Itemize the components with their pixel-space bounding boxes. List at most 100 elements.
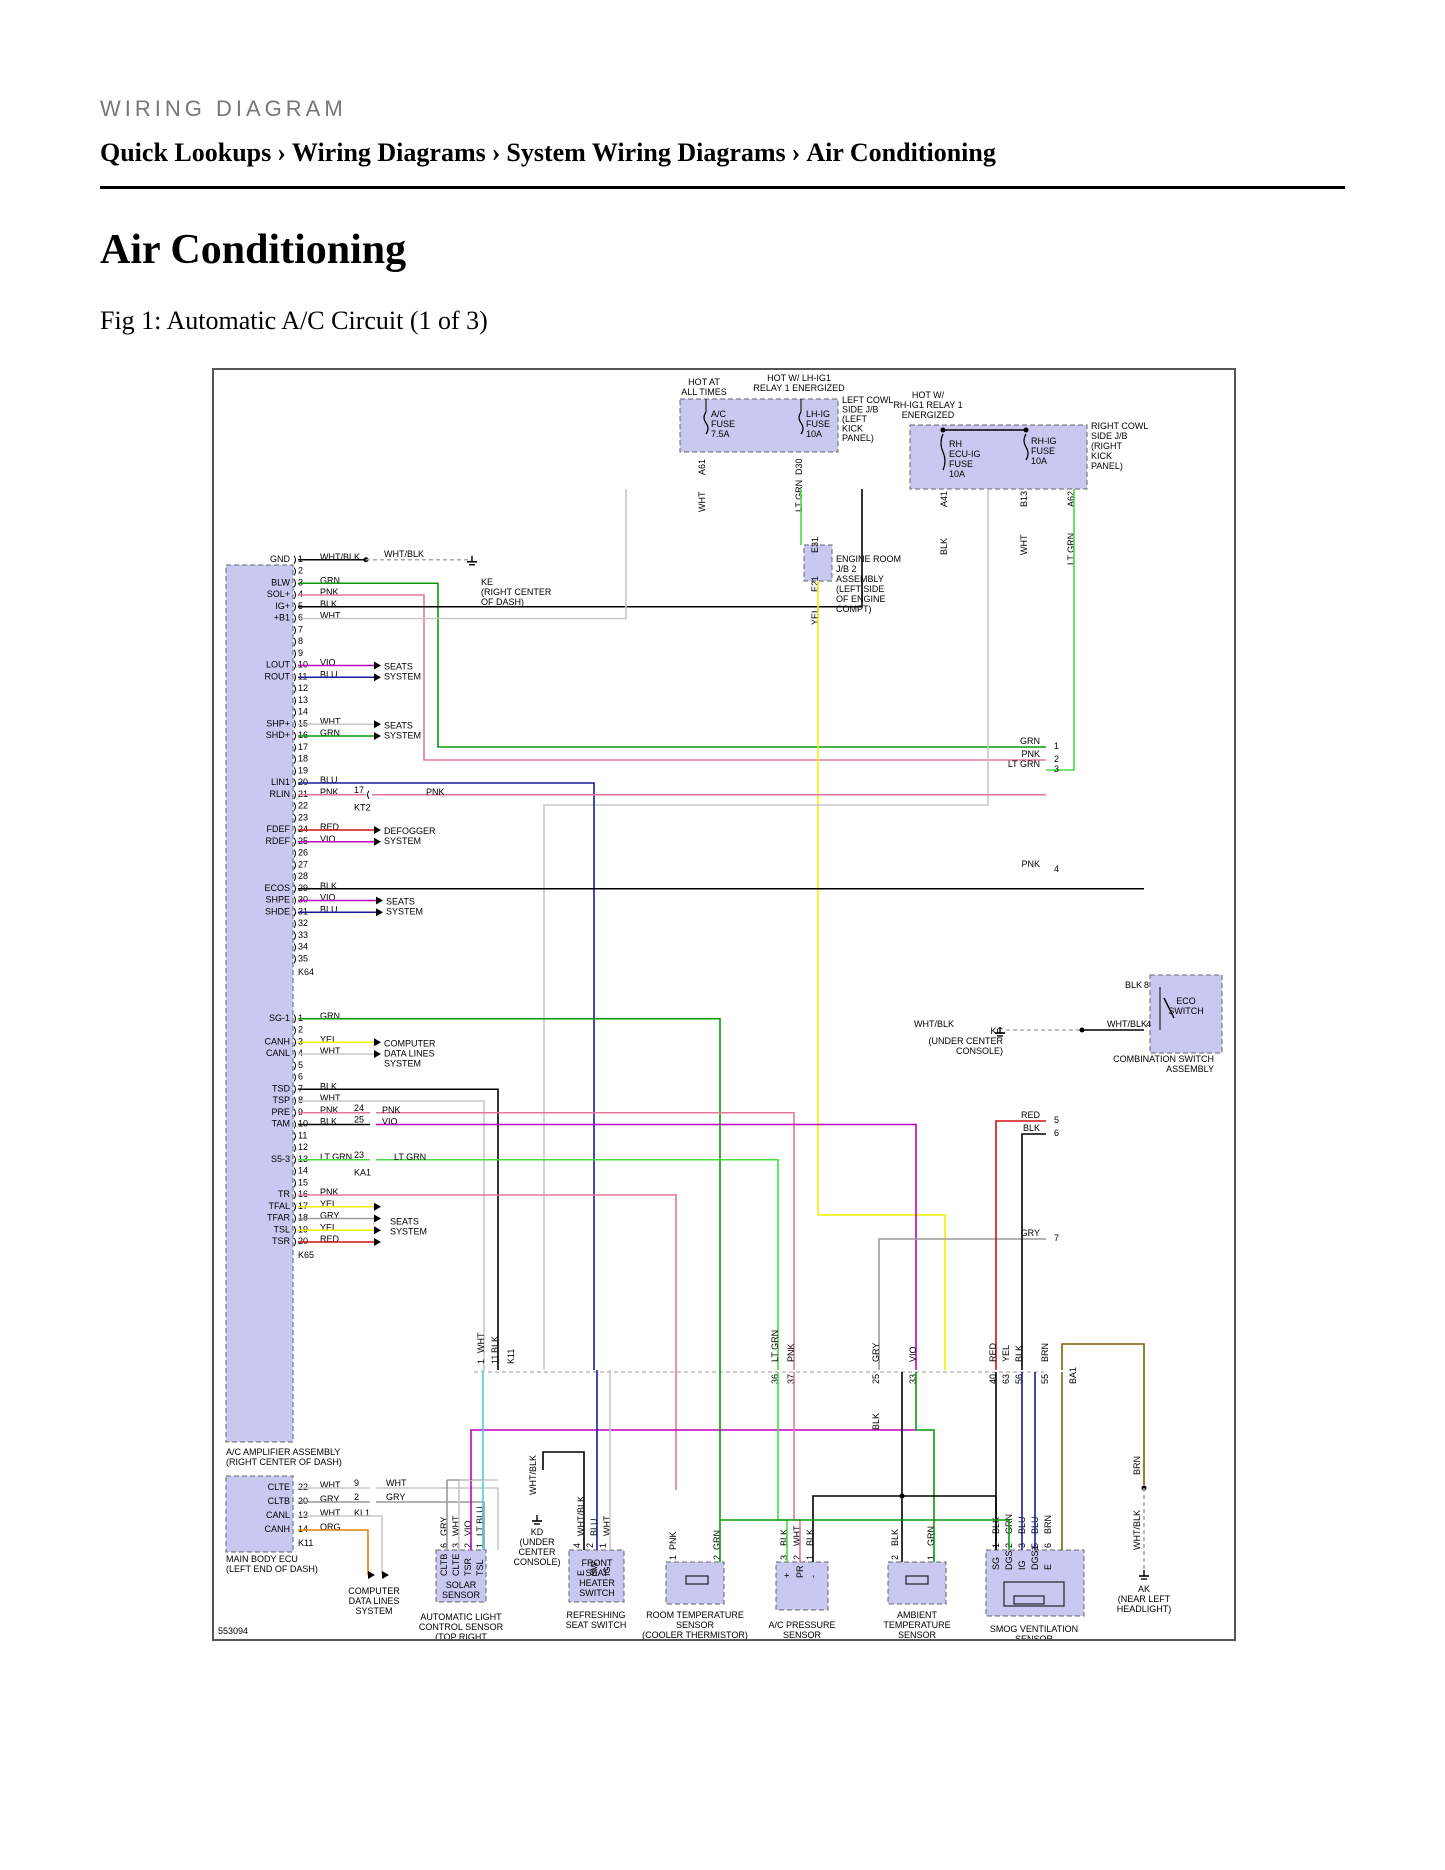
component-desc: COMBINATION SWITCH xyxy=(1113,1054,1214,1064)
amp-terminal-label: TFAR xyxy=(267,1213,291,1223)
amp-name: A/C AMPLIFIER ASSEMBLY xyxy=(226,1447,340,1457)
wire-label: WHT/BLK xyxy=(1107,1019,1147,1029)
wire-label: GRY xyxy=(386,1492,405,1502)
wire-amb xyxy=(902,1495,997,1550)
terminal-label: IG xyxy=(1017,1560,1027,1570)
wire-label: VIO xyxy=(908,1346,918,1362)
wire-label: BLK xyxy=(320,1081,337,1091)
pin-label: 3 xyxy=(779,1555,789,1560)
ground-label: (UNDER xyxy=(520,1537,555,1547)
amp-terminal-label: TSP xyxy=(272,1095,290,1105)
wire-canl xyxy=(298,1515,383,1575)
connector-cavity xyxy=(293,802,296,811)
arrow-icon xyxy=(382,1571,389,1579)
ground-label: (UNDER CENTER xyxy=(928,1036,1003,1046)
pin-label: B13 xyxy=(1019,491,1029,507)
amp-terminal-label: FDEF xyxy=(267,824,291,834)
pin-label: 5 xyxy=(298,601,303,611)
breadcrumb-system-wiring-diagrams[interactable]: System Wiring Diagrams xyxy=(506,138,786,167)
component-desc: SMOG VENTILATION xyxy=(990,1624,1078,1634)
pin-label: 2 xyxy=(585,1543,595,1548)
pin-label: 7 xyxy=(298,1083,303,1093)
ref-label: SYSTEM xyxy=(355,1606,392,1616)
wire-tsd xyxy=(298,1088,499,1370)
engine-jb-label: OF ENGINE xyxy=(836,594,886,604)
pin-label: 11 xyxy=(490,1355,500,1364)
wire-label: PNK xyxy=(320,587,339,597)
wire-b1 xyxy=(298,489,627,620)
engine-jb-label: J/B 2 xyxy=(836,564,857,574)
terminal-label: DGS xyxy=(1004,1550,1014,1570)
connector-label: BA1 xyxy=(1068,1367,1078,1384)
pin-label: 32 xyxy=(298,918,308,928)
engine-room-jb xyxy=(803,544,833,582)
switch-contact xyxy=(1163,997,1175,1019)
page-title: Air Conditioning xyxy=(100,227,407,273)
terminal-label: DGS1 xyxy=(1030,1545,1040,1570)
wire-label: WHT xyxy=(792,1525,802,1546)
pin-label: 13 xyxy=(298,695,308,705)
room-temp-sensor xyxy=(665,1561,725,1605)
wire-label: BLU xyxy=(320,904,338,914)
pin-label: 4 xyxy=(298,589,303,599)
wire-label: BLK xyxy=(320,881,337,891)
pin-label: 23 xyxy=(298,812,308,822)
amp-terminal-label: TR xyxy=(278,1189,290,1199)
wire-label: PNK xyxy=(320,1187,339,1197)
wire-label: WHT xyxy=(320,1093,341,1103)
left-cowl-jb-label: (LEFT xyxy=(842,414,868,424)
ambient-temp-sensor xyxy=(887,1561,947,1605)
breadcrumb-wiring-diagrams[interactable]: Wiring Diagrams xyxy=(291,138,486,167)
arrow-icon xyxy=(374,1038,381,1047)
pin-label: 24 xyxy=(298,824,308,834)
breadcrumb-air-conditioning[interactable]: Air Conditioning xyxy=(806,138,996,167)
arrow-icon xyxy=(376,896,383,905)
wire-label: WHT xyxy=(451,1515,461,1536)
amp-terminal-label: TSL xyxy=(273,1224,290,1234)
breadcrumb: Quick Lookups›Wiring Diagrams›System Wir… xyxy=(100,138,996,168)
amp-terminal-label: SG-1 xyxy=(269,1013,290,1023)
wire-blk6 xyxy=(1021,1133,1046,1370)
wire-ig xyxy=(298,489,863,608)
amp-terminal-label: LIN1 xyxy=(271,777,290,787)
ref-label: COMPUTER xyxy=(348,1586,400,1596)
ecu-terminal-label: CLTB xyxy=(268,1496,290,1506)
hot-label: ALL TIMES xyxy=(681,387,727,397)
connector-cavity xyxy=(293,637,296,647)
ecu-terminal-label: CANH xyxy=(264,1524,290,1534)
hot-label: HOT W/ xyxy=(912,390,945,400)
pin-label: 2 xyxy=(298,566,303,576)
wire-label: PNK xyxy=(1021,859,1040,869)
wire-canh xyxy=(298,1529,369,1575)
amp-terminal-label: TSR xyxy=(272,1236,291,1246)
wire-label: WHT xyxy=(320,1046,341,1056)
fuse-icon xyxy=(703,411,709,435)
wire-smog xyxy=(1061,1343,1145,1485)
pin-label: 26 xyxy=(298,848,308,858)
connector-cavity xyxy=(293,708,296,717)
thermistor-icon xyxy=(905,1575,929,1585)
pin-label: 37 xyxy=(786,1374,796,1384)
component-name: SEAT xyxy=(586,1568,609,1578)
breadcrumb-quick-lookups[interactable]: Quick Lookups xyxy=(100,138,272,167)
ground-label: CENTER xyxy=(518,1547,556,1557)
connector-cavity xyxy=(293,884,296,894)
ac-pressure-sensor xyxy=(775,1561,829,1611)
fuse-label: ECU-IG xyxy=(949,449,981,459)
wire-label: PNK xyxy=(786,1343,796,1362)
connector-cavity xyxy=(293,1131,296,1141)
wire-label: GRN xyxy=(320,1011,340,1021)
ref-label: SEATS xyxy=(384,662,413,672)
connector-cavity xyxy=(293,1178,296,1188)
pin-label: 20 xyxy=(298,1236,308,1246)
wire-label: PNK xyxy=(382,1105,401,1115)
pin-label: 2 xyxy=(712,1555,722,1560)
right-cowl-jb-label: KICK xyxy=(1091,451,1112,461)
pin-label: 2 xyxy=(890,1555,900,1560)
connector-label: KT2 xyxy=(354,803,371,813)
ref-label: SYSTEM xyxy=(384,836,421,846)
pin-label: 3 xyxy=(451,1543,461,1548)
connector-cavity xyxy=(293,1167,296,1176)
connector-cavity xyxy=(293,1061,296,1071)
left-cowl-jb-label: SIDE J/B xyxy=(842,405,879,415)
